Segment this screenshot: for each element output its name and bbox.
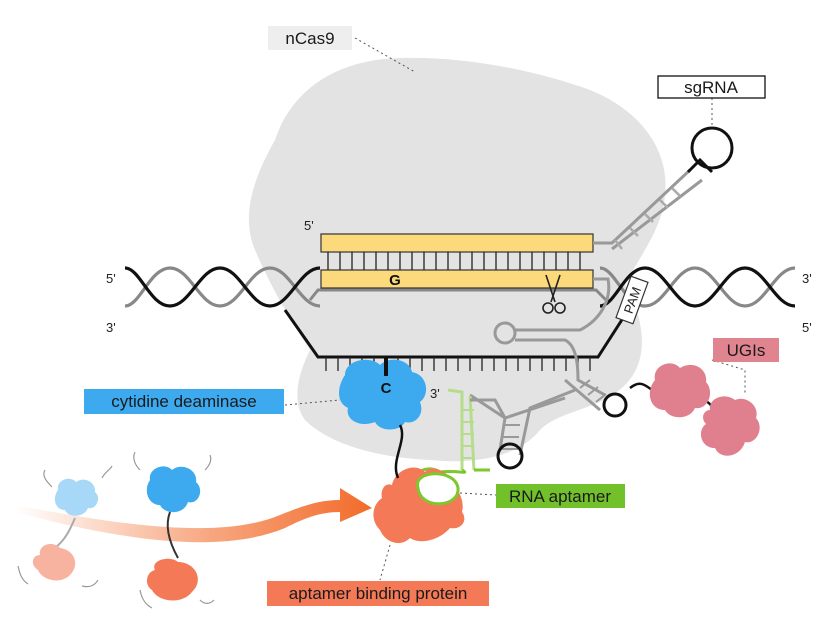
aptamer-loop [416,472,460,506]
aptamer-label-box [496,484,625,508]
binding-protein-leader-line [379,544,391,581]
dna-left-3prime: 3' [106,320,116,335]
free-complex [133,451,215,609]
free-complex-faded [17,465,113,588]
ugi-protein-2 [700,396,760,456]
pam-box: PAM [615,275,649,325]
edited-base-c: C [381,380,392,397]
non-target-strand-bases [325,357,591,371]
ncas9-leader-line [354,37,416,73]
ncas9-label-box [268,26,352,50]
target-base-g: G [389,272,401,289]
dna-helix-left [124,266,321,308]
guide-base-pairs [327,252,581,270]
target-strand [308,288,608,302]
sgrna-label-box [657,75,766,99]
sgrna-scaffold [469,126,734,470]
guide-5prime: 5' [304,218,314,233]
deaminase-leader-line [284,399,341,406]
binding-protein-label-box [267,581,489,606]
ncas9-label: nCas9 [285,29,334,48]
deaminase-label-box [84,389,284,414]
dna-left-5prime: 5' [106,271,116,286]
recruitment-arrow [15,488,372,543]
ugi-leader-line [711,359,746,395]
dna-right-3prime: 3' [802,271,812,286]
guide-rna-bar-top [320,233,594,253]
scissors-icon [542,274,566,314]
dna-right-5prime: 5' [802,320,812,335]
guide-rna-bar-bottom [320,269,594,289]
sgrna-label: sgRNA [684,78,739,97]
ugi-protein-1 [649,363,711,418]
deaminase-label: cytidine deaminase [111,392,257,411]
binding-protein-label: aptamer binding protein [289,584,468,603]
ncas9-protein-body [248,57,666,462]
ugi-label-box [713,338,779,362]
aptamer-label: RNA aptamer [509,487,611,506]
aptamer-3prime: 3' [430,386,440,401]
deaminase-linker [394,424,404,479]
aptamer-leader-line [459,492,497,496]
ugi-label: UGIs [727,341,766,360]
cytidine-deaminase [339,359,427,430]
